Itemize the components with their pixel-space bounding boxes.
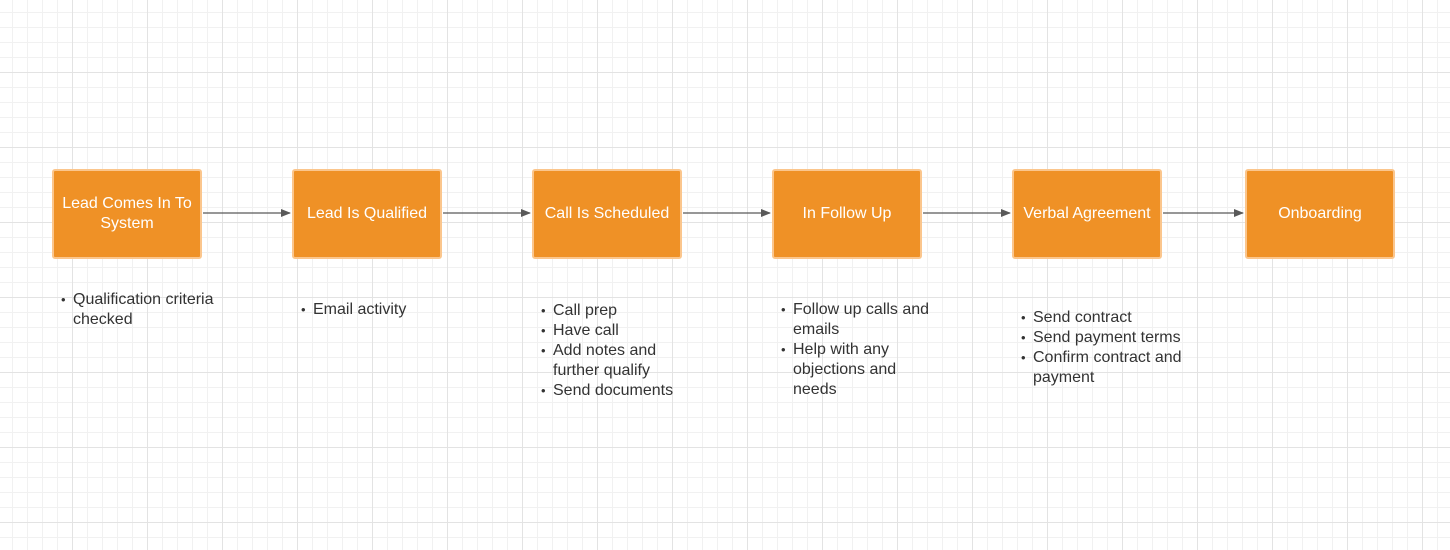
note-item: Call prep (541, 301, 691, 321)
step-box-lead-qualified[interactable]: Lead Is Qualified (292, 169, 442, 259)
note-item: Have call (541, 321, 691, 341)
note-item: Help with any objections and needs (781, 340, 941, 400)
step-notes-lead-qualified[interactable]: Email activity (301, 300, 441, 320)
step-notes-call-scheduled[interactable]: Call prep Have call Add notes and furthe… (541, 301, 691, 401)
note-item: Follow up calls and emails (781, 300, 941, 340)
step-box-in-follow-up[interactable]: In Follow Up (772, 169, 922, 259)
step-notes-in-follow-up[interactable]: Follow up calls and emails Help with any… (781, 300, 941, 400)
note-item: Email activity (301, 300, 441, 320)
note-item: Send documents (541, 381, 691, 401)
step-label: Lead Is Qualified (306, 205, 428, 222)
step-label: Call Is Scheduled (544, 205, 670, 222)
step-label: Lead Comes In To System (62, 195, 192, 232)
note-item: Send contract (1021, 308, 1196, 328)
note-item: Send payment terms (1021, 328, 1196, 348)
step-box-lead-comes-in[interactable]: Lead Comes In To System (52, 169, 202, 259)
step-notes-verbal-agreement[interactable]: Send contract Send payment terms Confirm… (1021, 308, 1196, 388)
step-box-call-scheduled[interactable]: Call Is Scheduled (532, 169, 682, 259)
note-item: Confirm contract and payment (1021, 348, 1196, 388)
note-item: Add notes and further qualify (541, 341, 691, 381)
step-box-onboarding[interactable]: Onboarding (1245, 169, 1395, 259)
step-label: Verbal Agreement (1023, 205, 1151, 222)
step-box-verbal-agreement[interactable]: Verbal Agreement (1012, 169, 1162, 259)
step-notes-lead-comes-in[interactable]: Qualification criteria checked (61, 290, 231, 330)
step-label: In Follow Up (802, 205, 892, 222)
note-item: Qualification criteria checked (61, 290, 231, 330)
step-label: Onboarding (1278, 205, 1362, 222)
